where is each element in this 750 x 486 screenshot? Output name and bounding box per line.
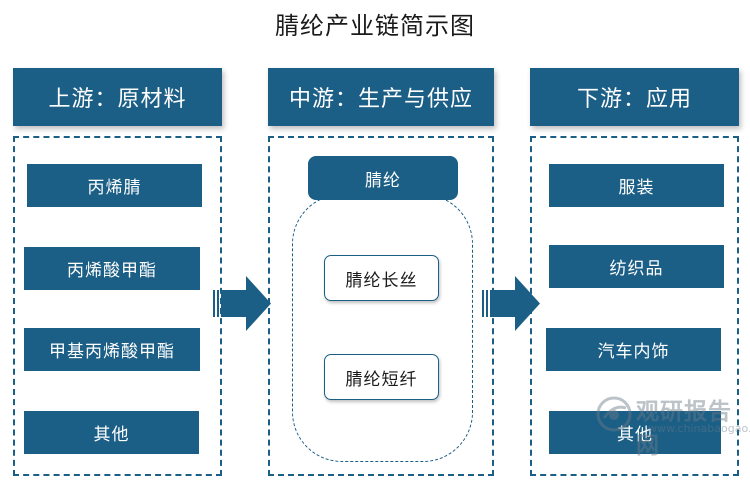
downstream-item: 汽车内饰 <box>546 328 721 371</box>
watermark-logo-icon <box>596 396 632 432</box>
upstream-item: 甲基丙烯酸甲酯 <box>24 328 200 371</box>
downstream-item: 服装 <box>549 164 724 207</box>
downstream-item: 其他 <box>549 411 721 454</box>
downstream-header: 下游：应用 <box>530 68 739 126</box>
watermark-url: www.chinabaogao.com <box>648 422 750 435</box>
upstream-item: 丙烯腈 <box>27 164 202 207</box>
midstream-product-group <box>292 194 473 462</box>
upstream-header: 上游：原材料 <box>13 68 222 126</box>
flow-arrow-icon <box>213 276 271 331</box>
upstream-item: 丙烯酸甲酯 <box>24 247 200 290</box>
watermark-text: 观研报告网 <box>636 399 732 459</box>
midstream-header: 中游：生产与供应 <box>268 68 494 126</box>
midstream-product: 腈纶 <box>308 156 458 200</box>
downstream-item: 纺织品 <box>549 245 724 288</box>
page-title: 腈纶产业链简示图 <box>275 12 475 40</box>
midstream-item: 腈纶长丝 <box>324 255 439 301</box>
midstream-item: 腈纶短纤 <box>324 354 439 400</box>
watermark: 观研报告网 www.chinabaogao.com <box>596 392 750 459</box>
downstream-box <box>530 136 739 476</box>
upstream-item: 其他 <box>24 411 199 454</box>
flow-arrow-icon <box>482 276 540 331</box>
